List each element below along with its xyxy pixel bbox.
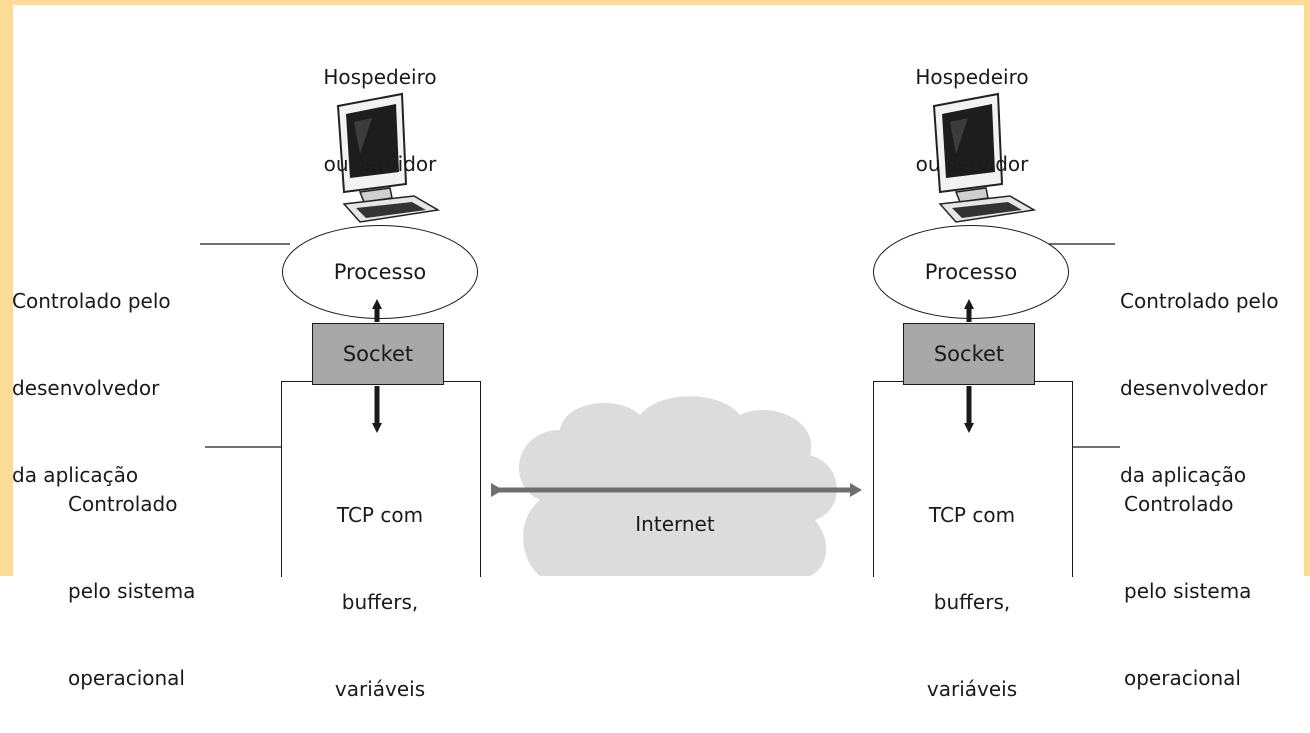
label-line: pelo sistema [1124, 579, 1252, 603]
tcp-text-left: TCP com buffers, variáveis [300, 443, 460, 733]
tcp-line: variáveis [334, 677, 426, 701]
tcp-text-right: TCP com buffers, variáveis [892, 443, 1052, 733]
host-title-right: Hospedeiro ou servidor [892, 5, 1052, 208]
label-line: desenvolvedor [12, 376, 160, 400]
arrow-layer [372, 299, 974, 497]
dev-controlled-label-right: Controlado pelo desenvolvedor da aplicaç… [1120, 229, 1279, 519]
host-title-line: Hospedeiro [323, 65, 437, 89]
frame-left [0, 0, 13, 576]
socket-left: Socket [312, 323, 444, 385]
frame-top [0, 0, 1310, 5]
label-line: operacional [68, 666, 185, 690]
label-line: Controlado pelo [1120, 289, 1279, 313]
host-title-line: Hospedeiro [915, 65, 1029, 89]
label-line: da aplicação [12, 463, 139, 487]
host-box-right [873, 381, 1073, 577]
label-line: da aplicação [1120, 463, 1247, 487]
host-title-line: ou servidor [323, 152, 437, 176]
computer-icon [932, 92, 1037, 223]
tcp-line: TCP com [928, 503, 1016, 527]
label-line: Controlado pelo [12, 289, 171, 313]
process-label: Processo [924, 260, 1018, 284]
label-line: pelo sistema [68, 579, 196, 603]
os-controlled-label-left: Controlado pelo sistema operacional [68, 432, 195, 722]
label-line: operacional [1124, 666, 1241, 690]
os-controlled-label-right: Controlado pelo sistema operacional [1124, 432, 1251, 722]
computer-icon [336, 92, 441, 223]
tcp-line: TCP com [336, 503, 424, 527]
socket-label: Socket [342, 342, 414, 366]
label-line: Controlado [68, 492, 178, 516]
socket-label: Socket [933, 342, 1005, 366]
process-label: Processo [333, 260, 427, 284]
host-title-line: ou servidor [915, 152, 1029, 176]
label-line: Controlado [1124, 492, 1234, 516]
tcp-line: variáveis [926, 677, 1018, 701]
host-box-left [281, 381, 481, 577]
socket-right: Socket [903, 323, 1035, 385]
dev-controlled-label-left: Controlado pelo desenvolvedor da aplicaç… [12, 229, 171, 519]
tcp-line: buffers, [933, 590, 1011, 614]
frame-right [1304, 0, 1310, 576]
tcp-line: buffers, [341, 590, 419, 614]
label-line: desenvolvedor [1120, 376, 1268, 400]
internet-label: Internet [635, 512, 715, 536]
host-title-left: Hospedeiro ou servidor [300, 5, 460, 208]
